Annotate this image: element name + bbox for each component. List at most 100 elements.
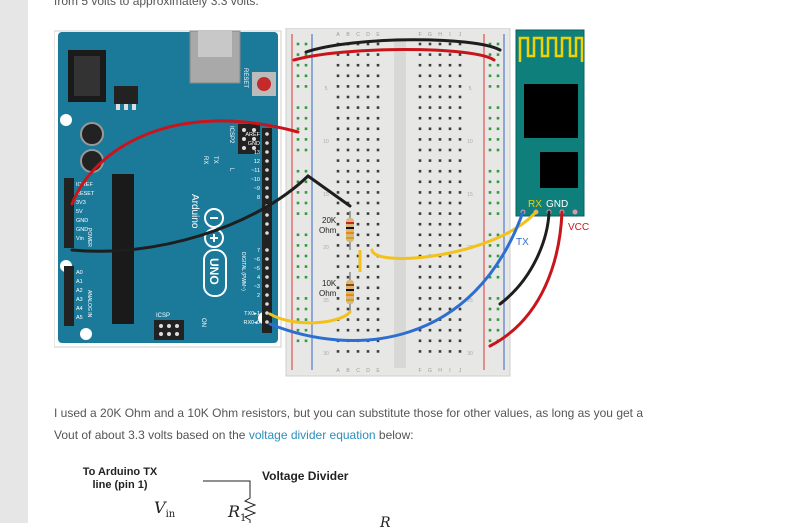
breadboard-hole xyxy=(336,275,340,279)
row-number: 20 xyxy=(323,245,329,251)
diagram-tx-label-line1: To Arduino TX xyxy=(82,466,158,478)
breadboard-hole xyxy=(488,275,492,279)
breadboard-hole xyxy=(356,180,360,184)
breadboard-hole xyxy=(336,148,340,152)
breadboard-hole xyxy=(428,85,432,88)
voltage-divider-link[interactable]: voltage divider equation xyxy=(248,428,376,442)
pin-label: GND xyxy=(76,218,88,224)
breadboard-hole xyxy=(428,286,432,290)
diagram-tx-label-line2: line (pin 1) xyxy=(92,479,148,491)
breadboard-hole xyxy=(428,95,432,99)
breadboard-hole xyxy=(428,339,432,343)
breadboard-hole xyxy=(336,244,340,247)
breadboard-hole xyxy=(448,74,452,78)
breadboard-hole xyxy=(346,180,350,184)
breadboard-hole xyxy=(346,159,350,162)
breadboard-hole xyxy=(336,222,340,226)
breadboard-hole xyxy=(304,201,308,205)
breadboard-hole xyxy=(438,212,442,215)
breadboard-hole xyxy=(366,74,370,78)
breadboard-hole xyxy=(366,222,370,226)
pin-label: ~11 xyxy=(251,168,260,174)
wire-yellow-tx xyxy=(268,310,352,325)
breadboard-hole xyxy=(336,85,340,88)
breadboard-hole xyxy=(376,169,380,173)
breadboard-hole xyxy=(428,138,432,141)
breadboard-hole xyxy=(448,127,452,131)
pin-label: A4 xyxy=(76,306,83,312)
breadboard-hole xyxy=(366,63,370,67)
breadboard-hole xyxy=(366,233,370,237)
diagram-tx-label: To Arduino TX line (pin 1) xyxy=(80,466,160,492)
breadboard-hole xyxy=(418,63,422,67)
pin-label: IOREF xyxy=(76,182,93,188)
breadboard-hole xyxy=(418,275,422,279)
breadboard-hole xyxy=(336,350,340,353)
breadboard-hole xyxy=(496,307,500,311)
breadboard-hole xyxy=(356,53,360,56)
breadboard-hole xyxy=(336,286,340,290)
breadboard-hole xyxy=(438,286,442,290)
breadboard-hole xyxy=(346,212,350,215)
breadboard-hole xyxy=(496,328,500,332)
wire-black-gnd-bb xyxy=(306,174,352,208)
breadboard-hole xyxy=(296,297,300,300)
breadboard-hole xyxy=(296,265,300,268)
breadboard-hole xyxy=(448,159,452,162)
pin-label: 12 xyxy=(254,159,260,165)
breadboard-hole xyxy=(428,180,432,184)
breadboard-hole xyxy=(356,307,360,311)
breadboard-hole xyxy=(304,265,308,268)
breadboard-hole xyxy=(458,42,462,46)
breadboard-hole xyxy=(448,106,452,109)
l-led-label: L xyxy=(228,168,234,172)
breadboard-hole xyxy=(346,85,350,88)
breadboard-hole xyxy=(428,63,432,67)
breadboard-hole xyxy=(304,254,308,258)
breadboard-hole xyxy=(356,233,360,237)
breadboard-hole xyxy=(458,212,462,215)
breadboard-hole xyxy=(438,339,442,343)
column-letter: C xyxy=(356,368,360,374)
breadboard-hole xyxy=(496,106,500,109)
wire-red-top xyxy=(292,48,496,62)
breadboard-hole xyxy=(296,328,300,332)
breadboard-hole xyxy=(458,116,462,120)
breadboard-hole xyxy=(346,74,350,78)
pin-label: AREF xyxy=(245,132,260,138)
paragraph-text: Vout of about 3.3 volts based on the xyxy=(54,428,249,442)
breadboard-hole xyxy=(418,95,422,99)
breadboard-hole xyxy=(366,286,370,290)
breadboard-hole xyxy=(296,127,300,131)
breadboard-hole xyxy=(366,328,370,332)
breadboard-hole xyxy=(366,212,370,215)
breadboard-hole xyxy=(336,201,340,205)
breadboard-hole xyxy=(418,286,422,290)
breadboard-hole xyxy=(438,244,442,247)
diagram-wire xyxy=(203,480,257,523)
breadboard-hole xyxy=(418,233,422,237)
breadboard-hole xyxy=(376,127,380,131)
breadboard-hole xyxy=(356,191,360,194)
breadboard-hole xyxy=(366,244,370,247)
breadboard-hole xyxy=(418,116,422,120)
pin-label: 3V3 xyxy=(76,200,86,206)
breadboard-hole xyxy=(496,254,500,258)
breadboard-hole xyxy=(296,85,300,88)
breadboard-hole xyxy=(438,233,442,237)
breadboard-hole xyxy=(336,328,340,332)
breadboard-hole xyxy=(488,180,492,184)
breadboard-hole xyxy=(376,159,380,162)
breadboard-hole xyxy=(438,180,442,184)
breadboard-hole xyxy=(458,201,462,205)
breadboard-hole xyxy=(346,318,350,321)
module-vcc-label: VCC xyxy=(568,222,589,233)
left-gutter xyxy=(0,0,28,523)
breadboard-hole xyxy=(496,85,500,88)
breadboard-hole xyxy=(438,138,442,141)
breadboard-hole xyxy=(488,201,492,205)
tx-led-label: TX xyxy=(212,156,218,164)
breadboard-hole xyxy=(296,254,300,258)
breadboard-hole xyxy=(438,159,442,162)
pin-label: 2 xyxy=(257,293,260,299)
